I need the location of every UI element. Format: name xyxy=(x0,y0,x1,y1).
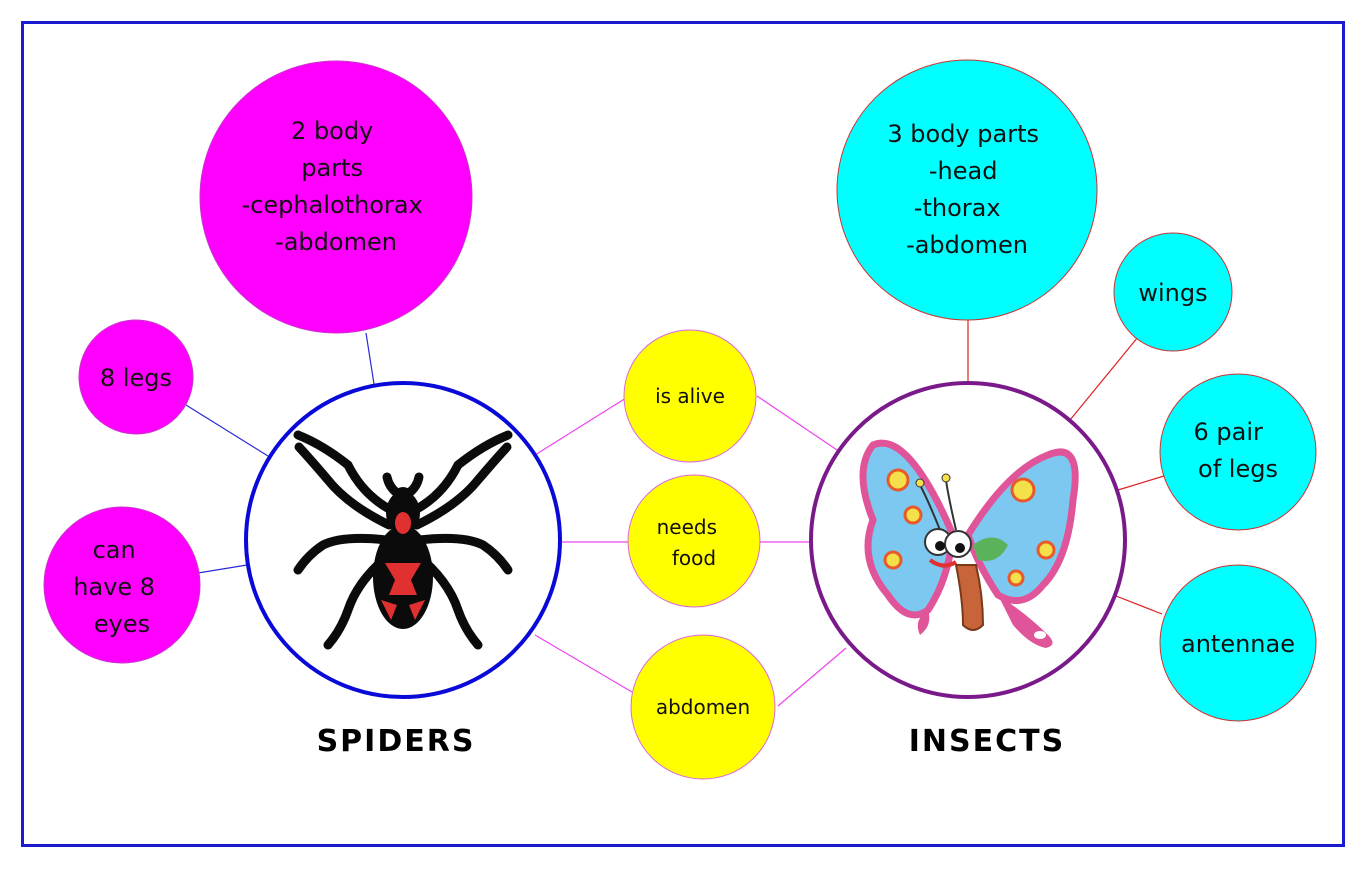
insect-hub xyxy=(809,381,1127,699)
connector-spider-alive xyxy=(534,397,627,456)
connector-insect-legs xyxy=(1117,475,1165,491)
spider-bubble-body-parts xyxy=(199,60,473,334)
insect-bubble-antennae xyxy=(1159,564,1317,722)
spider-fact-bubbles: 2 body parts -cephalothorax -abdomen 8 l… xyxy=(43,60,473,664)
spiders-title: SPIDERS xyxy=(317,724,476,759)
insects-title: INSECTS xyxy=(909,724,1065,759)
common-fact-alive: is alive xyxy=(655,384,725,408)
common-fact-food: needs food xyxy=(657,515,724,570)
spider-hub xyxy=(244,381,562,699)
connector-spider-legs xyxy=(185,404,269,457)
common-bubble-alive xyxy=(623,329,757,463)
insect-fact-legs: 6 pair of legs xyxy=(1193,418,1277,483)
connector-insect-wings xyxy=(1069,336,1139,421)
insect-fact-bubbles: 3 body parts -head -thorax -abdomen wing… xyxy=(836,59,1317,722)
spider-fact-legs: 8 legs xyxy=(100,364,172,392)
spider-bubble-eyes xyxy=(43,506,201,664)
connectors xyxy=(185,320,1165,707)
connector-insect-alive xyxy=(756,395,841,453)
common-bubble-abdomen xyxy=(630,634,776,780)
insect-bubble-legs xyxy=(1159,373,1317,531)
insect-fact-wings: wings xyxy=(1138,279,1207,307)
connector-spider-eyes xyxy=(197,564,248,574)
insect-fact-antennae: antennae xyxy=(1181,630,1295,658)
spider-fact-body-parts: 2 body parts -cephalothorax -abdomen xyxy=(242,117,431,256)
diagram-frame xyxy=(21,21,1345,847)
common-fact-abdomen: abdomen xyxy=(656,695,750,719)
spider-bubble-legs xyxy=(78,319,194,435)
common-bubble-food xyxy=(627,474,761,608)
insect-fact-body-parts: 3 body parts -head -thorax -abdomen xyxy=(887,120,1046,259)
spider-fact-eyes: can have 8 eyes xyxy=(73,536,162,638)
insect-bubble-body-parts xyxy=(836,59,1098,321)
connector-spider-body-parts xyxy=(365,332,375,385)
butterfly-icon xyxy=(859,439,1079,648)
insect-bubble-wings xyxy=(1113,232,1233,352)
spider-icon xyxy=(293,430,513,650)
common-fact-bubbles: is alive needs food abdomen xyxy=(623,329,776,780)
connector-insect-antennae xyxy=(1115,595,1163,615)
connector-insect-abdomen xyxy=(777,647,847,707)
connector-spider-abdomen xyxy=(534,634,633,693)
